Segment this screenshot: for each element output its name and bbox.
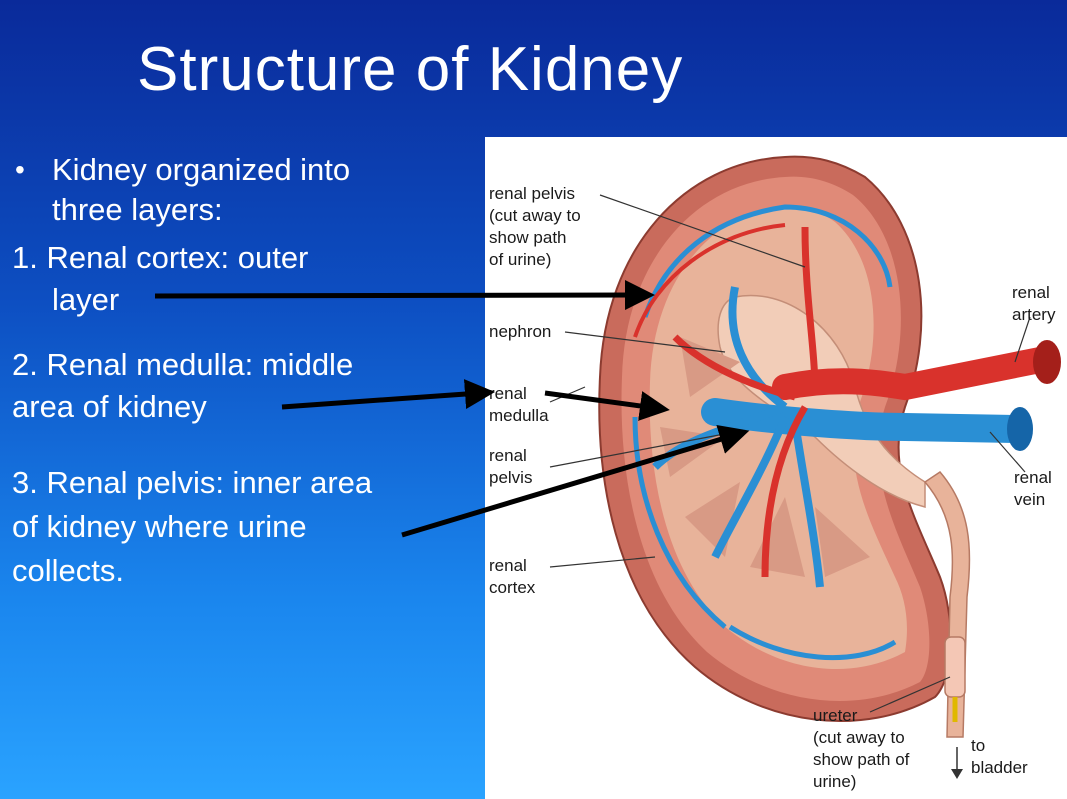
bullet-marker: • bbox=[15, 154, 25, 185]
label-bladder-1: to bbox=[971, 736, 985, 755]
label-renal-pelvis-1: renal pelvis bbox=[489, 184, 575, 203]
medulla-arrow-1 bbox=[281, 379, 495, 410]
medulla-text-line2: area of kidney bbox=[12, 389, 207, 424]
renal-vein-vessel bbox=[701, 398, 1029, 443]
kidney-figure: renal pelvis (cut away to show path of u… bbox=[485, 137, 1067, 799]
label-pelvis-2: pelvis bbox=[489, 468, 532, 487]
label-medulla-1: renal bbox=[489, 384, 527, 403]
label-vein-1: renal bbox=[1014, 468, 1052, 487]
label-cortex-2: cortex bbox=[489, 578, 536, 597]
renal-artery-vessel bbox=[772, 346, 1058, 401]
label-bladder-2: bladder bbox=[971, 758, 1028, 777]
ureter-cut bbox=[944, 636, 966, 698]
label-vein-2: vein bbox=[1014, 490, 1045, 509]
label-medulla-2: medulla bbox=[489, 406, 549, 425]
pelvis-text-line1: 3. Renal pelvis: inner area bbox=[12, 465, 373, 500]
label-ureter-3: show path of bbox=[813, 750, 910, 769]
pelvis-text-line2: of kidney where urine bbox=[12, 509, 307, 544]
cortex-text-line1: 1. Renal cortex: outer bbox=[12, 240, 309, 275]
label-artery-2: artery bbox=[1012, 305, 1056, 324]
label-artery-1: renal bbox=[1012, 283, 1050, 302]
label-ureter-2: (cut away to bbox=[813, 728, 905, 747]
label-ureter-1: ureter bbox=[813, 706, 858, 725]
label-ureter-4: urine) bbox=[813, 772, 856, 791]
label-cortex-1: renal bbox=[489, 556, 527, 575]
kidney-illustration: renal pelvis (cut away to show path of u… bbox=[489, 155, 1061, 791]
label-pelvis-1: renal bbox=[489, 446, 527, 465]
label-renal-pelvis-4: of urine) bbox=[489, 250, 551, 269]
medulla-text-line1: 2. Renal medulla: middle bbox=[12, 347, 354, 382]
intro-text-line2: three layers: bbox=[52, 192, 223, 227]
pelvis-text-line3: collects. bbox=[12, 553, 124, 588]
slide-title: Structure of Kidney bbox=[137, 35, 684, 104]
label-nephron: nephron bbox=[489, 322, 551, 341]
intro-text-line1: Kidney organized into bbox=[52, 152, 351, 187]
label-renal-pelvis-2: (cut away to bbox=[489, 206, 581, 225]
cortex-text-line2: layer bbox=[52, 282, 120, 317]
label-renal-pelvis-3: show path bbox=[489, 228, 567, 247]
